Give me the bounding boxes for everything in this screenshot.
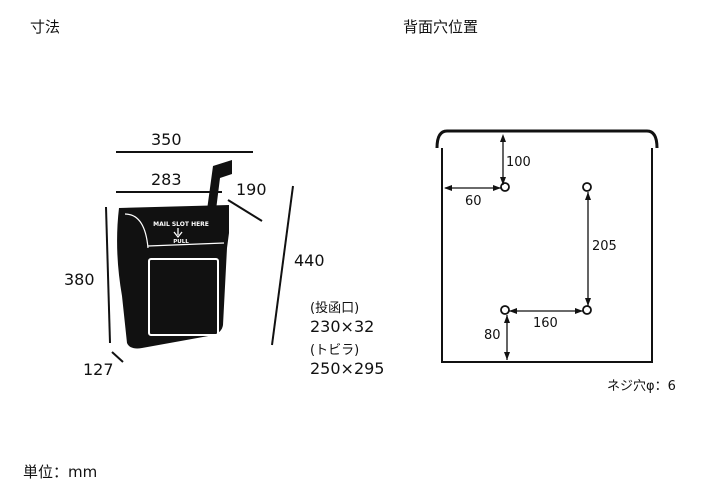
arrowhead: [585, 192, 591, 200]
mailbox-flag: [207, 160, 232, 210]
arrowhead: [504, 315, 510, 323]
slot-note: (投函口): [310, 301, 360, 316]
screw-hole-top-right: [582, 182, 592, 192]
pull-arrow-icon: [173, 228, 183, 239]
screw-hole-top-left: [500, 182, 510, 192]
mailbox-lid-edge: [124, 213, 149, 249]
screw-hole-bottom-left: [500, 305, 510, 315]
door-note: (トビラ): [310, 343, 360, 358]
label-205: 205: [592, 239, 617, 254]
label-380: 380: [64, 270, 95, 289]
label-80: 80: [484, 328, 501, 343]
label-100: 100: [506, 155, 531, 170]
label-283: 283: [151, 170, 182, 189]
arrowhead: [500, 177, 506, 185]
label-127: 127: [83, 360, 114, 379]
arrowhead: [575, 308, 583, 314]
box-print-line2: PULL: [173, 239, 189, 245]
arrowhead: [500, 134, 506, 142]
back-panel-top-edge: [435, 129, 659, 149]
arrowhead: [509, 308, 517, 314]
box-print-line1: MAIL SLOT HERE: [153, 221, 209, 228]
unit-note: 単位：mm: [23, 463, 98, 481]
screw-hole-note: ネジ穴φ：6: [607, 379, 676, 394]
dimensions-heading: 寸法: [30, 18, 61, 36]
arrowhead: [493, 185, 501, 191]
back-holes-heading: 背面穴位置: [403, 18, 479, 36]
dim-line-380: [105, 206, 111, 344]
label-350: 350: [151, 130, 182, 149]
dim-line-127: [111, 351, 124, 363]
mailbox-lid-seam: [147, 242, 225, 247]
label-190: 190: [236, 180, 267, 199]
dim-line-190: [227, 199, 263, 222]
arrowhead: [585, 298, 591, 306]
arrowhead: [504, 352, 510, 360]
mailbox-door: [148, 258, 219, 336]
back-panel-outline: [441, 148, 653, 363]
arrowhead: [444, 185, 452, 191]
label-440: 440: [294, 251, 325, 270]
slot-size: 230×32: [310, 317, 375, 336]
mailbox-body: [117, 205, 229, 349]
dim-line-440: [271, 185, 294, 346]
door-size: 250×295: [310, 359, 385, 378]
screw-hole-bottom-right: [582, 305, 592, 315]
label-60: 60: [465, 194, 482, 209]
label-160: 160: [533, 316, 558, 331]
